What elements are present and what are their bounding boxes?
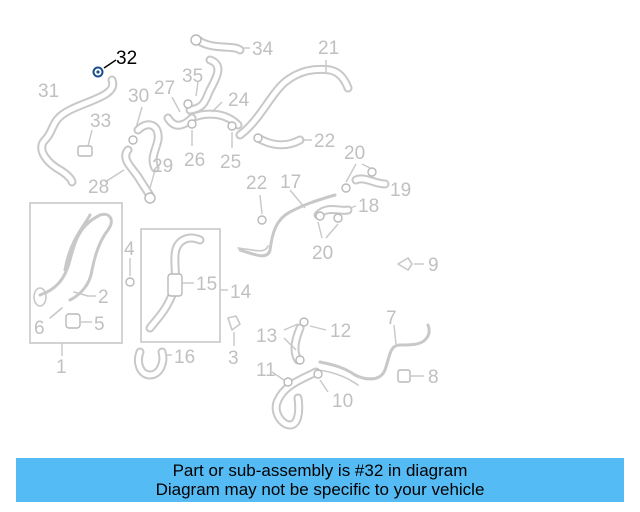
callout-6: 6 <box>34 318 45 339</box>
part-31-hose <box>37 75 118 187</box>
callout-16: 16 <box>174 347 195 368</box>
callout-20-bottom: 20 <box>312 243 333 264</box>
callout-27: 27 <box>154 78 175 99</box>
part-6-clip <box>49 307 63 319</box>
part-5-fitting <box>65 313 81 329</box>
part-17-pipe <box>237 193 337 258</box>
info-banner: Part or sub-assembly is #32 in diagram D… <box>16 458 624 502</box>
part-27-hose <box>163 113 197 130</box>
callout-20-top: 20 <box>344 143 365 164</box>
callout-17: 17 <box>280 172 301 193</box>
callout-33: 33 <box>90 111 111 132</box>
callout-5: 5 <box>94 314 105 335</box>
callout-34: 34 <box>252 39 274 60</box>
assembly-box-1 <box>29 202 123 344</box>
part-22-hose <box>253 133 305 150</box>
callout-labels: 32 31 33 30 27 35 34 21 24 26 25 22 29 2… <box>34 38 439 412</box>
part-15-valve <box>167 273 183 297</box>
part-28-hose <box>121 145 155 201</box>
part-7-pipe <box>317 323 431 386</box>
callout-31: 31 <box>38 81 59 102</box>
part-19-hose <box>351 174 390 189</box>
callout-35: 35 <box>182 66 203 87</box>
callout-13: 13 <box>256 326 277 347</box>
part-34-hose <box>193 35 245 55</box>
part-33-clamp <box>77 145 93 157</box>
callout-7: 7 <box>386 308 397 329</box>
callout-21: 21 <box>318 38 339 59</box>
callout-10: 10 <box>332 391 353 412</box>
callout-28: 28 <box>88 177 109 198</box>
part-13-hose <box>290 323 305 365</box>
callout-14: 14 <box>230 282 252 303</box>
part-35-hose <box>185 55 223 115</box>
part-2-clamp <box>73 291 89 297</box>
callout-23: 22 <box>246 173 267 194</box>
callout-18: 18 <box>358 196 379 217</box>
callout-19: 19 <box>390 180 411 201</box>
callout-3: 3 <box>228 348 239 369</box>
callout-12: 12 <box>330 321 351 342</box>
callout-25: 25 <box>220 152 241 173</box>
parts-diagram: 32 31 33 30 27 35 34 21 24 26 25 22 29 2… <box>29 34 439 430</box>
callout-30: 30 <box>128 86 149 107</box>
part-9-connector <box>397 257 413 271</box>
callout-1: 1 <box>56 357 67 378</box>
part-8-fitting <box>397 369 411 383</box>
callout-9: 9 <box>428 255 439 276</box>
banner-line-2: Diagram may not be specific to your vehi… <box>155 480 485 499</box>
callout-24: 24 <box>228 90 250 111</box>
part-1-hose <box>33 212 113 307</box>
callout-8: 8 <box>428 367 439 388</box>
assembly-box-14 <box>140 228 221 343</box>
callout-32: 32 <box>116 48 137 69</box>
part-30-hose <box>133 120 163 173</box>
part-21-pipe <box>235 64 353 140</box>
part-3-clamp <box>227 315 241 331</box>
part-32-clamp[interactable] <box>92 66 104 78</box>
callout-22: 22 <box>314 131 335 152</box>
callout-4: 4 <box>124 239 135 260</box>
callout-2: 2 <box>98 287 109 308</box>
part-11-hose <box>271 367 321 430</box>
callout-11: 11 <box>256 360 276 381</box>
callout-29: 29 <box>152 156 173 177</box>
callout-15: 15 <box>196 274 217 295</box>
callout-26: 26 <box>184 150 205 171</box>
banner-line-1: Part or sub-assembly is #32 in diagram <box>172 461 468 480</box>
part-16-hose <box>133 347 168 380</box>
